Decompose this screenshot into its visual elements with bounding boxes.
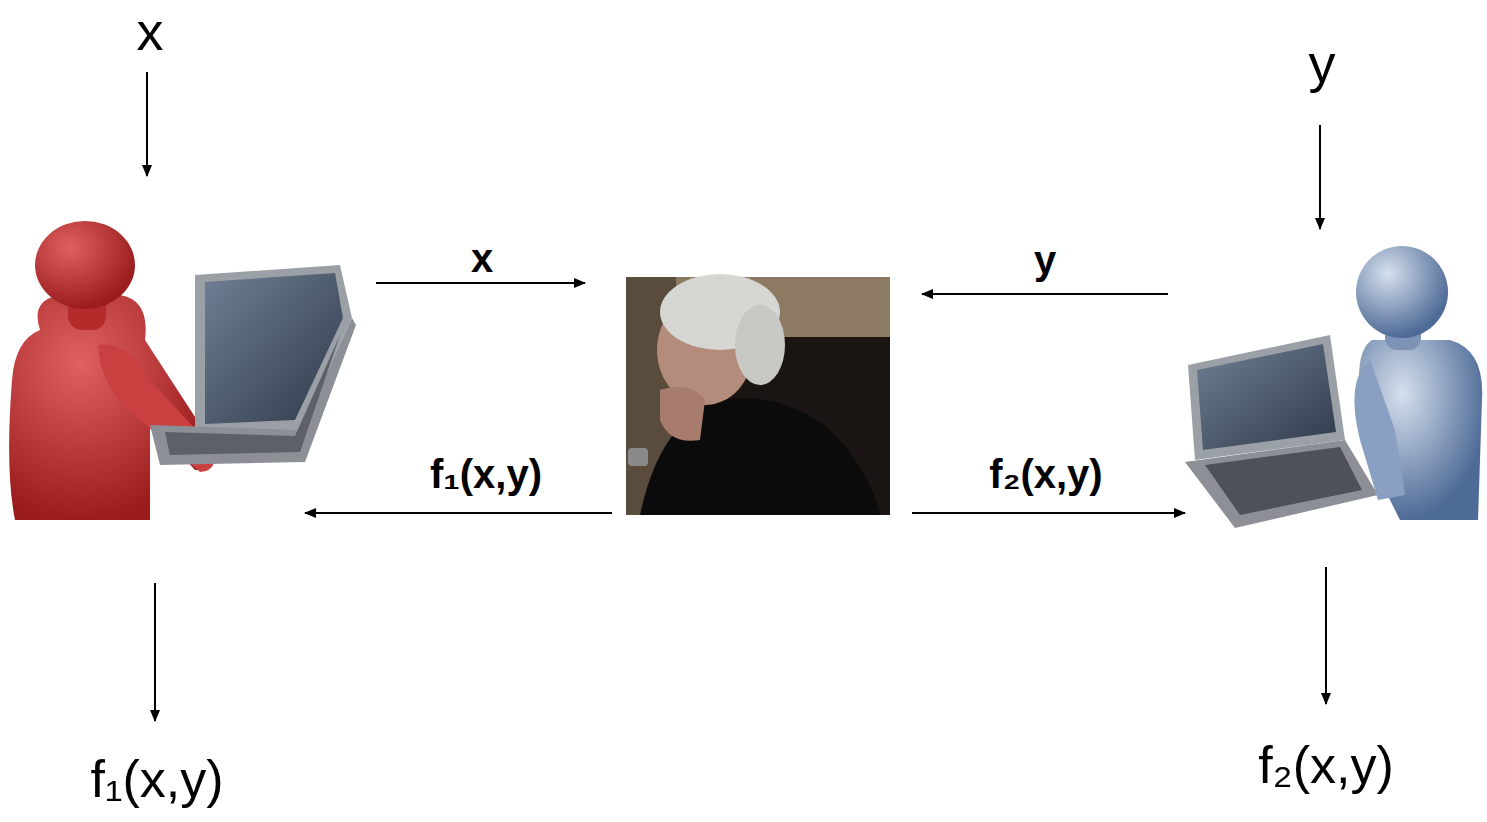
arrow-label: f₂(x,y): [989, 452, 1102, 496]
laptop: [1185, 335, 1378, 528]
blue-user: [1354, 246, 1482, 520]
red-user: [9, 221, 214, 520]
arrow-label: y: [1034, 238, 1056, 282]
arrow: [147, 72, 1326, 721]
laptop: [150, 265, 356, 465]
arrow-label: f₁(x,y): [430, 452, 542, 496]
input-label: x: [137, 2, 164, 61]
output-label: f₁(x,y): [90, 751, 223, 808]
input-label: y: [1309, 34, 1336, 93]
arrow-label: x: [471, 236, 493, 280]
output-label: f₂(x,y): [1258, 737, 1394, 794]
trusted-party-photo: [626, 274, 890, 515]
